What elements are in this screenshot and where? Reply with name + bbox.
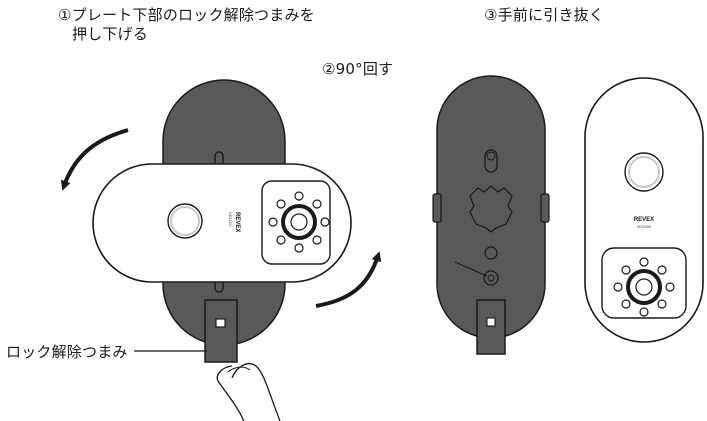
fingernail	[227, 366, 251, 373]
mounting-plate-removed	[432, 75, 550, 355]
device-brand-front: REVEX	[634, 217, 654, 223]
device-model-front: SD1000	[637, 224, 652, 229]
lock-release-knob	[204, 299, 238, 363]
finger-drawing	[216, 363, 281, 421]
step2-instruction: ②90°回す	[322, 60, 394, 78]
device-brand-rotated: REVEX	[234, 212, 240, 232]
step3-instruction: ③手前に引き抜く	[484, 6, 605, 24]
rotate-arrow-upper-left	[60, 128, 129, 191]
lock-release-knob-label: ロック解除つまみ	[6, 343, 128, 361]
rotate-arrow-right	[315, 251, 382, 308]
camera-device-front: REVEX SD1000	[584, 77, 704, 343]
device-model-rotated: SD1000	[228, 212, 233, 227]
camera-device-rotated: REVEX SD1000	[92, 163, 352, 283]
step1-instruction-line1: ①プレート下部のロック解除つまみを	[58, 6, 315, 24]
step1-instruction-line2: 押し下げる	[72, 25, 149, 43]
